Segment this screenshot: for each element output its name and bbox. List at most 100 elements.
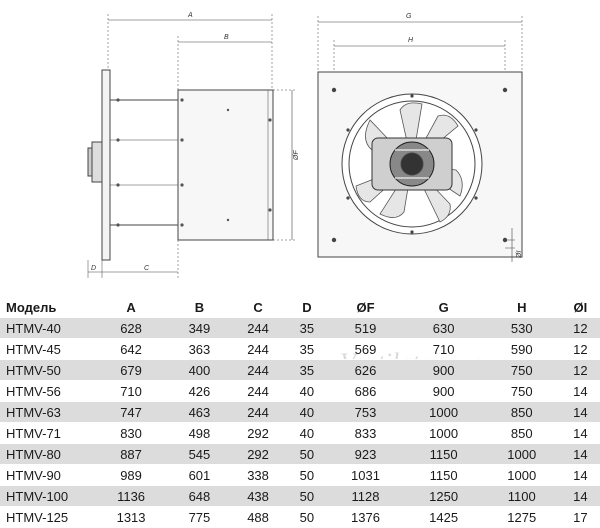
header-g: G [438, 299, 449, 315]
cell-h: 750 [482, 359, 561, 381]
cell-d: 40 [299, 425, 315, 441]
cell-model: HTMV-40 [0, 318, 92, 339]
cell-model: HTMV-90 [6, 467, 61, 483]
cell-f: 686 [354, 383, 377, 399]
cell-d: 35 [287, 318, 327, 339]
cell-b: 349 [170, 318, 229, 339]
cell-g: 1425 [429, 509, 459, 525]
cell-b: 648 [170, 485, 229, 507]
cell-d: 50 [299, 467, 315, 483]
table-row: HTMV-56 710 426 244 40 686 900 750 14 [0, 381, 600, 402]
cell-f: 753 [326, 401, 405, 423]
cell-b: 498 [188, 425, 211, 441]
cell-i: 12 [560, 359, 600, 381]
header-h: H [517, 299, 527, 315]
cell-c: 292 [247, 425, 269, 441]
cell-h: 750 [510, 383, 533, 399]
cell-c: 488 [247, 509, 269, 525]
dim-label-d: D [91, 265, 96, 272]
cell-c: 292 [228, 443, 288, 465]
cell-d: 50 [287, 443, 327, 465]
cell-d: 35 [287, 359, 327, 381]
cell-h: 850 [482, 401, 561, 423]
cell-h: 1000 [507, 467, 537, 483]
dim-label-i: ØI [516, 251, 523, 259]
cell-d: 40 [287, 401, 327, 423]
cell-h: 530 [482, 318, 561, 339]
table-row: HTMV-71 830 498 292 40 833 1000 850 14 [0, 423, 600, 444]
cell-d: 35 [299, 341, 315, 357]
cell-g: 900 [404, 359, 483, 381]
header-model: Модель [6, 299, 57, 315]
cell-a: 989 [120, 467, 142, 483]
cell-a: 1136 [92, 485, 171, 507]
cell-d: 40 [299, 383, 315, 399]
cell-h: 1275 [507, 509, 537, 525]
cell-model: HTMV-56 [6, 383, 61, 399]
cell-f: 569 [354, 341, 377, 357]
table-row: HTMV-63 747 463 244 40 753 1000 850 14 [0, 401, 600, 423]
cell-model: HTMV-80 [0, 443, 92, 465]
cell-a: 830 [120, 425, 142, 441]
cell-b: 601 [188, 467, 211, 483]
cell-c: 244 [247, 383, 269, 399]
cell-d: 50 [287, 485, 327, 507]
cell-g: 1000 [404, 401, 483, 423]
cell-i: 12 [560, 318, 600, 339]
cell-d: 50 [299, 509, 315, 525]
front-view [317, 16, 523, 262]
cell-g: 1150 [404, 443, 483, 465]
cell-i: 12 [573, 341, 588, 357]
cell-i: 14 [573, 425, 588, 441]
cell-model: HTMV-125 [6, 509, 69, 525]
table-row: HTMV-100 1136 648 438 50 1128 1250 1100 … [0, 485, 600, 507]
cell-f: 923 [326, 443, 405, 465]
header-i: ØI [573, 299, 588, 315]
table-header-row: Модель A B C D ØF G H ØI [0, 296, 600, 318]
cell-model: HTMV-45 [6, 341, 61, 357]
cell-a: 642 [120, 341, 142, 357]
cell-model: HTMV-71 [6, 425, 61, 441]
dimensions-table: Модель A B C D ØF G H ØI HTMV-40 628 349… [0, 296, 600, 528]
cell-a: 1313 [116, 509, 146, 525]
cell-c: 244 [228, 401, 288, 423]
cell-b: 363 [188, 341, 211, 357]
header-c: C [253, 299, 263, 315]
cell-h: 850 [510, 425, 533, 441]
cell-f: 1376 [351, 509, 380, 525]
cell-b: 545 [170, 443, 229, 465]
dim-label-h: H [408, 37, 414, 44]
cell-model: HTMV-50 [0, 359, 92, 381]
cell-g: 710 [432, 341, 455, 357]
cell-i: 14 [560, 401, 600, 423]
cell-g: 1000 [429, 425, 459, 441]
cell-a: 679 [92, 359, 171, 381]
cell-f: 519 [326, 318, 405, 339]
table-row: HTMV-125 1313 775 488 50 1376 1425 1275 … [0, 507, 600, 528]
cell-c: 438 [228, 485, 288, 507]
cell-c: 244 [228, 318, 288, 339]
cell-f: 1031 [351, 467, 380, 483]
cell-b: 775 [188, 509, 211, 525]
cell-i: 14 [560, 485, 600, 507]
side-view [87, 14, 296, 278]
cell-i: 14 [560, 443, 600, 465]
cell-f: 626 [326, 359, 405, 381]
cell-h: 1100 [482, 485, 561, 507]
table-row: HTMV-40 628 349 244 35 519 630 530 12 [0, 318, 600, 339]
header-d: D [302, 299, 312, 315]
cell-i: 17 [573, 509, 588, 525]
table-row: HTMV-80 887 545 292 50 923 1150 1000 14 [0, 443, 600, 465]
header-b: B [194, 299, 205, 315]
cell-h: 590 [510, 341, 533, 357]
cell-g: 1250 [404, 485, 483, 507]
cell-h: 1000 [482, 443, 561, 465]
technical-drawing: A B ØF D C [87, 12, 523, 278]
cell-i: 14 [573, 383, 588, 399]
cell-f: 833 [354, 425, 377, 441]
cell-a: 887 [92, 443, 171, 465]
dim-label-f-side: ØF [293, 150, 300, 161]
cell-a: 628 [92, 318, 171, 339]
cell-g: 900 [432, 383, 455, 399]
cell-a: 710 [120, 383, 142, 399]
